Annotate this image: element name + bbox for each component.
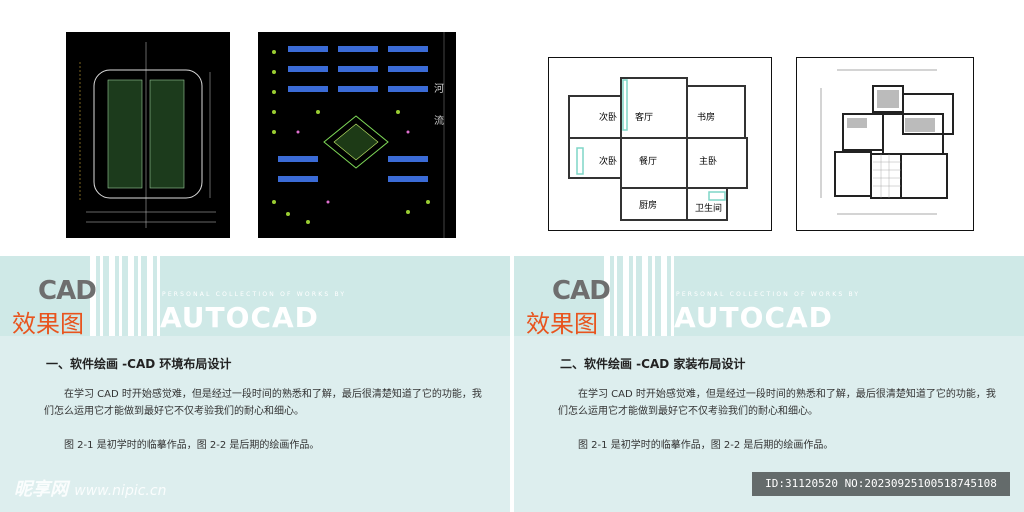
section-caption: 图 2-1 是初学时的临摹作品，图 2-2 是后期的绘画作品。 [578,440,834,451]
logo-cad: CAD [38,276,97,306]
logo-xiaoguotu: 效果图 [12,310,84,338]
section-paragraph: 在学习 CAD 时开始感觉难，但是经过一段时间的熟悉和了解，最后很清楚知道了它的… [558,389,996,417]
room-chufang: 厨房 [639,201,658,211]
logo-autocad: AUTOCAD [674,301,833,334]
logo-cad: CAD [552,276,611,306]
room-zhuwo: 主卧 [699,157,718,167]
title-band [0,256,510,336]
watermark-site: 昵享网 [14,479,68,500]
decor-stripes [90,256,160,336]
floor-plan-sketch: 次卧 客厅 书房 次卧 餐厅 主卧 厨房 卫生间 [548,57,772,231]
cad-road-drawing [66,32,230,238]
right-panel: 次卧 客厅 书房 次卧 餐厅 主卧 厨房 卫生间 CAD 效果图 PER [514,0,1024,512]
cad-site-plan: 河 流 [258,32,456,238]
section-paragraph: 在学习 CAD 时开始感觉难，但是经过一段时间的熟悉和了解，最后很清楚知道了它的… [44,389,482,417]
watermark-url: www.nipic.cn [74,483,167,499]
logo-xiaoguotu: 效果图 [526,310,598,338]
section-heading: 二、软件绘画 -CAD 家装布局设计 [560,357,746,371]
river-label-2: 流 [434,114,444,127]
room-canting: 餐厅 [639,157,658,167]
logo-subtitle: PERSONAL COLLECTION OF WORKS BY [162,291,347,298]
section-caption: 图 2-1 是初学时的临摹作品，图 2-2 是后期的绘画作品。 [64,440,320,451]
image-id-bar: ID:31120520 NO:20230925100518745108 [752,472,1010,496]
room-weishengjian: 卫生间 [695,204,723,214]
decor-stripes [604,256,674,336]
title-band [514,256,1024,336]
room-keting: 客厅 [635,113,654,123]
watermark-logo: 昵享网 www.nipic.cn [14,475,166,501]
river-label-1: 河 [434,83,444,95]
text-area [0,336,510,512]
room-ciwo-2: 次卧 [599,157,618,167]
left-panel: 河 流 CAD 效果图 PERSONAL COLLECTION OF WORKS… [0,0,510,512]
room-ciwo-1: 次卧 [599,113,618,123]
section-heading: 一、软件绘画 -CAD 环境布局设计 [46,357,232,371]
logo-subtitle: PERSONAL COLLECTION OF WORKS BY [676,291,861,298]
logo-autocad: AUTOCAD [160,301,319,334]
room-shufang: 书房 [697,113,716,123]
floor-plan-detailed [796,57,974,231]
